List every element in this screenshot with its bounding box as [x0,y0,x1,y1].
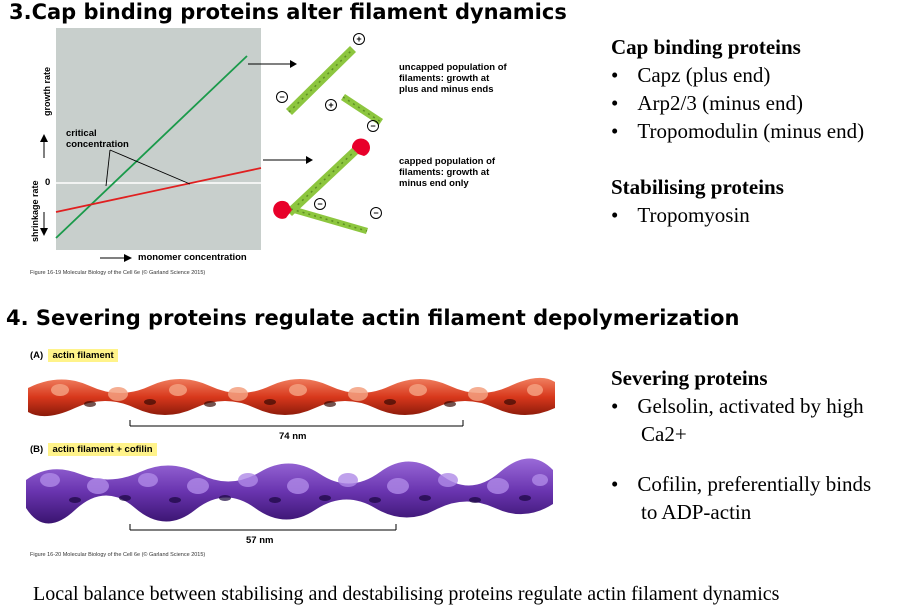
minus-end-symbol-2 [367,120,379,132]
panel-a-label: (A) actin filament [30,349,118,362]
svg-text:−: − [373,208,378,218]
uncapped-filament-lower [341,94,383,125]
cap-minus-end [273,200,292,219]
scale-label-57nm: 57 nm [246,535,274,546]
severing-heading: Severing proteins [611,366,768,390]
critical-concentration-label: critical concentration [66,128,129,150]
severing-figure [26,377,555,531]
minus-end-symbol-4 [370,207,382,219]
figure-16-20-caption: Figure 16-20 Molecular Biology of the Ce… [30,552,206,558]
zero-label: 0 [45,177,51,188]
uncapped-description: uncapped population of filaments: growth… [399,62,507,95]
scale-bar-74nm [129,420,464,427]
svg-text:−: − [370,121,375,131]
capped-filament-lower [273,200,368,234]
stabilising-heading: Stabilising proteins [611,175,784,199]
critical-pointer-2 [109,149,191,185]
svg-text:+: + [328,100,333,110]
list-item: •Tropomyosin [611,203,750,227]
list-item-continuation: Ca2+ [641,422,687,446]
svg-text:−: − [279,92,284,102]
uncapped-line [55,55,248,239]
list-item: •Tropomodulin (minus end) [611,119,865,143]
uncapped-filament-upper [286,46,356,115]
y-axis-label-top: growth rate [42,67,52,116]
figure-16-19-caption: Figure 16-19 Molecular Biology of the Ce… [30,270,206,276]
list-item: •Capz (plus end) [611,63,771,87]
capped-line [55,167,262,213]
plus-end-symbol-2 [325,99,337,111]
cap-binding-list: •Capz (plus end) •Arp2/3 (minus end) •Tr… [611,61,864,145]
minus-end-symbol-3 [314,198,326,210]
panel-b-label: (B) actin filament + cofilin [30,443,157,456]
scale-label-74nm: 74 nm [279,431,307,442]
cap-binding-heading: Cap binding proteins [611,35,801,59]
footer-note: Local balance between stabilising and de… [33,583,780,605]
minus-end-symbol-1 [276,91,288,103]
list-item: •Gelsolin, activated by high [611,394,864,418]
y-axis-label-bottom: shrinkage rate [30,180,40,242]
critical-pointer-1 [105,149,111,187]
list-item: •Cofilin, preferentially binds [611,472,872,496]
svg-text:+: + [356,34,361,44]
capped-filament-upper [286,138,370,216]
actin-filament-image [28,377,555,417]
cap-plus-end [351,138,370,156]
svg-text:−: − [317,199,322,209]
stabilising-list: •Tropomyosin [611,201,750,229]
x-axis-label: monomer concentration [138,252,247,263]
capped-description: capped population of filaments: growth a… [399,156,496,189]
severing-list: •Gelsolin, activated by high Ca2+ •Cofil… [611,392,871,526]
scale-bar-57nm [129,524,397,531]
list-item-continuation: to ADP-actin [641,500,752,524]
cofilin-filament-image [26,458,553,524]
section-4-title: 4. Severing proteins regulate actin fila… [6,306,740,330]
section-3-title: 3.Cap binding proteins alter filament dy… [9,0,567,24]
plot-background [56,28,261,250]
cap-dynamics-figure: + − + − − − growth rate shrinkage rate [30,28,383,262]
list-item: •Arp2/3 (minus end) [611,91,804,115]
plus-end-symbol-1 [353,33,365,45]
